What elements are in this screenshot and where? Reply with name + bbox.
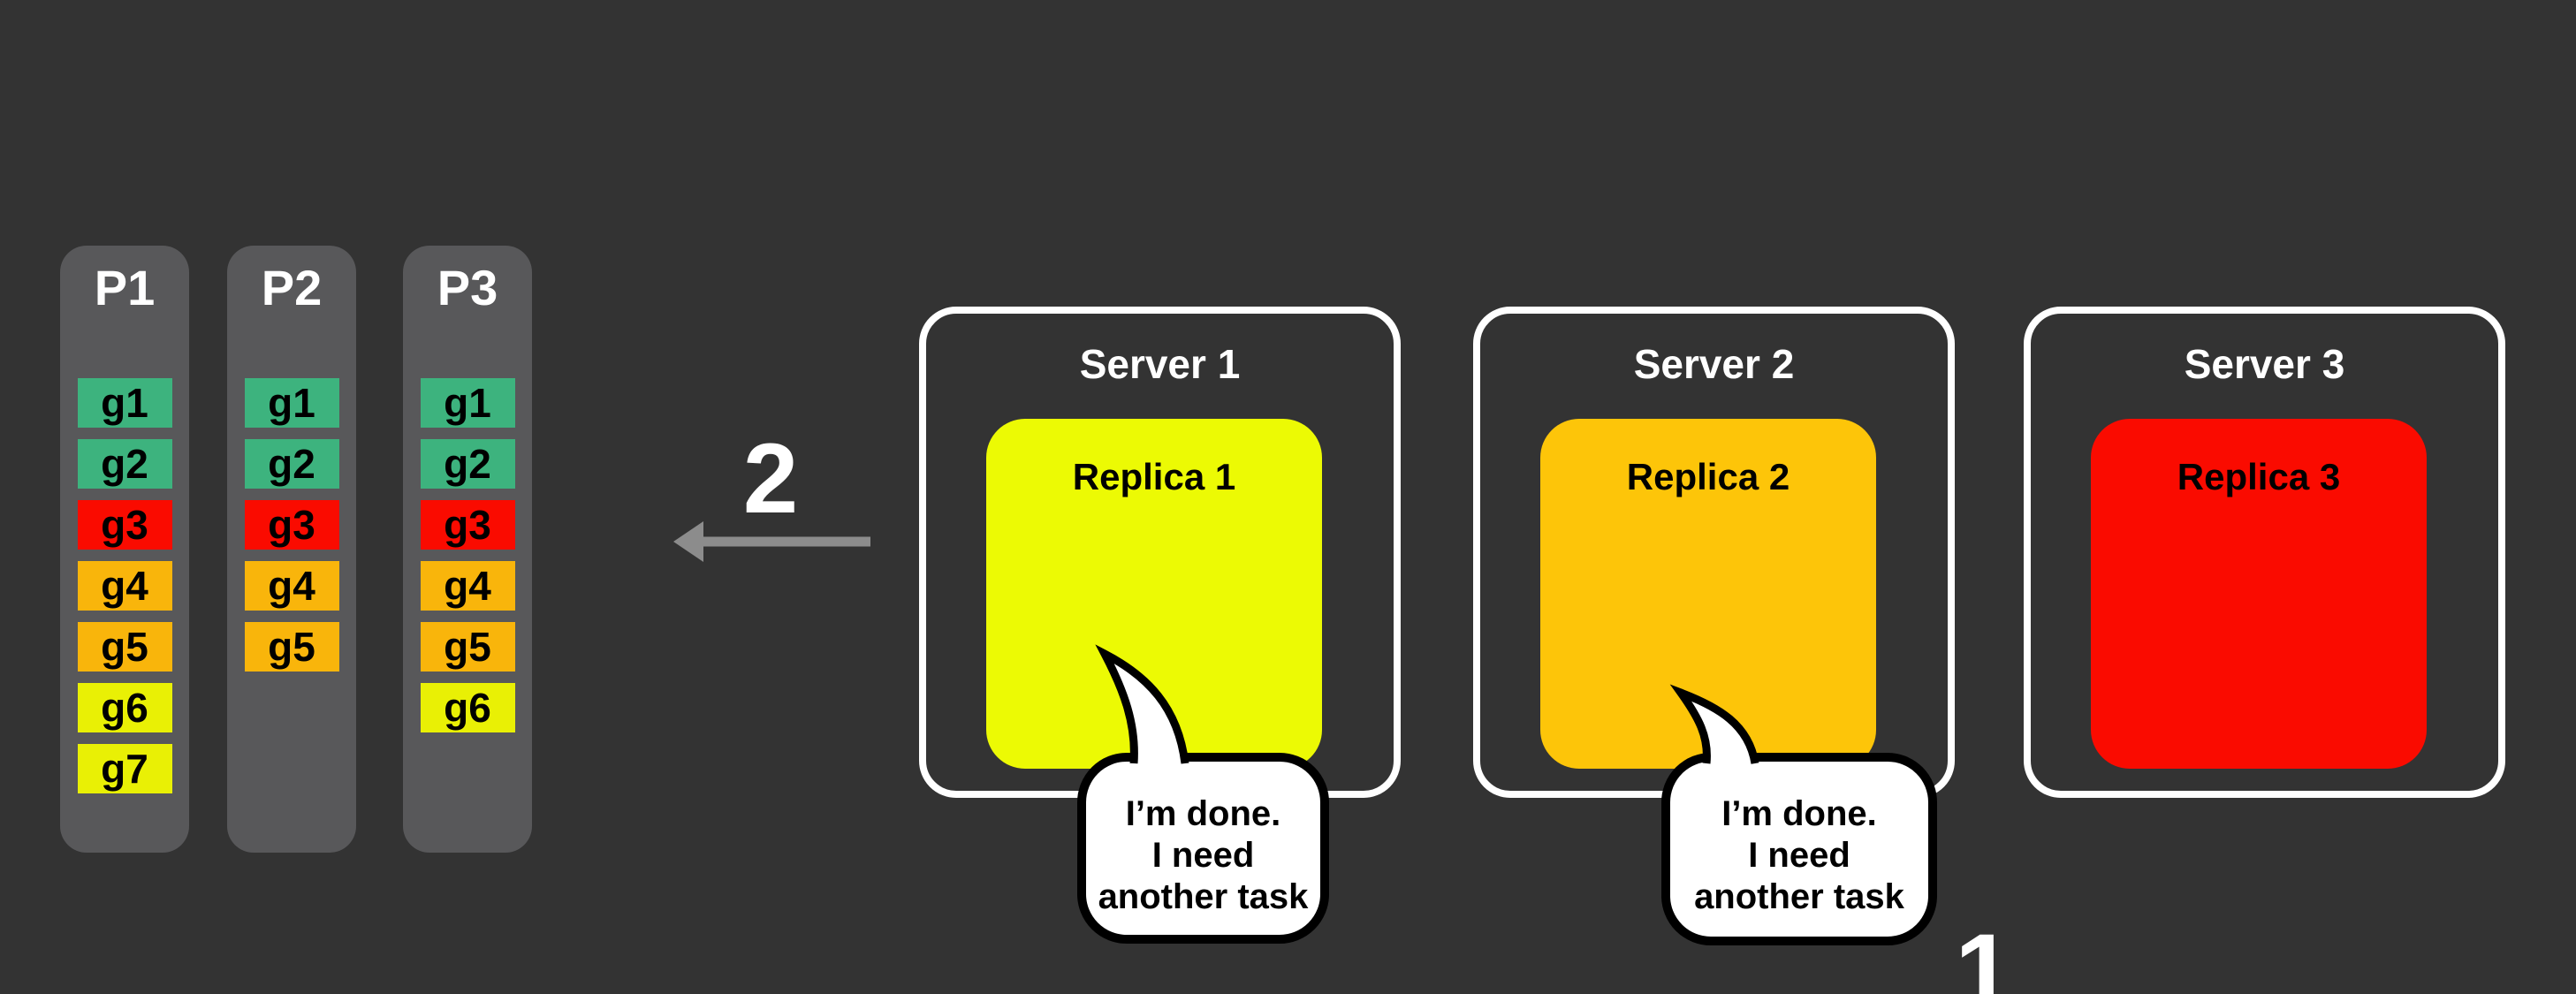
- task-chip: g3: [420, 500, 515, 550]
- task-chip: g1: [420, 378, 515, 428]
- arrow-head-icon: [673, 521, 703, 562]
- partition-title: P1: [94, 260, 156, 315]
- bubble-line: I’m done.: [1721, 794, 1877, 833]
- speech-bubble-server1: I’m done. I need another task: [1077, 753, 1329, 944]
- replica-label: Replica 3: [2177, 456, 2341, 497]
- task-chip: g6: [420, 683, 515, 732]
- bubble-line: another task: [1098, 877, 1309, 916]
- partition-column-p2: P2 g1 g2 g3 g4 g5: [227, 246, 356, 853]
- task-chip: g3: [244, 500, 339, 550]
- task-chip: g4: [244, 561, 339, 611]
- speech-bubble-server2: I’m done. I need another task: [1661, 753, 1937, 945]
- task-chip: g7: [77, 744, 172, 793]
- task-chip: g1: [244, 378, 339, 428]
- server-1-box: Server 1 Replica 1: [919, 307, 1401, 798]
- server-2-box: Server 2 Replica 2: [1473, 307, 1955, 798]
- bubble-line: another task: [1694, 877, 1904, 916]
- bubble-line: I’m done.: [1125, 794, 1281, 833]
- task-chip: g5: [244, 622, 339, 672]
- task-chip: g1: [77, 378, 172, 428]
- task-chip: g2: [420, 439, 515, 489]
- arrow-step-label: 2: [742, 423, 799, 534]
- task-chip: g2: [244, 439, 339, 489]
- bubble-line: I need: [1748, 836, 1850, 875]
- server-title: Server 3: [2184, 341, 2345, 387]
- server-title: Server 1: [1079, 341, 1241, 387]
- replica-2-box: Replica 2: [1540, 419, 1876, 769]
- task-chip: g3: [77, 500, 172, 550]
- partition-column-p1: P1 g1 g2 g3 g4 g5 g6 g7: [60, 246, 189, 853]
- partition-title: P2: [261, 260, 323, 315]
- step-1-label: 1: [1955, 913, 2013, 994]
- chip-stack: g1 g2 g3 g4 g5 g6: [403, 378, 532, 732]
- server-title: Server 2: [1633, 341, 1795, 387]
- task-chip: g5: [420, 622, 515, 672]
- partition-column-p3: P3 g1 g2 g3 g4 g5 g6: [403, 246, 532, 853]
- bubble-line: I need: [1151, 836, 1255, 875]
- chip-stack: g1 g2 g3 g4 g5: [227, 378, 356, 672]
- server-3-box: Server 3 Replica 3: [2024, 307, 2505, 798]
- replica-label: Replica 2: [1626, 456, 1790, 497]
- chip-stack: g1 g2 g3 g4 g5 g6 g7: [60, 378, 189, 793]
- replica-1-box: Replica 1: [986, 419, 1322, 769]
- replica-label: Replica 1: [1072, 456, 1236, 497]
- task-chip: g2: [77, 439, 172, 489]
- task-chip: g6: [77, 683, 172, 732]
- task-chip: g4: [420, 561, 515, 611]
- partition-title: P3: [437, 260, 498, 315]
- replica-3-box: Replica 3: [2091, 419, 2427, 769]
- task-chip: g5: [77, 622, 172, 672]
- task-chip: g4: [77, 561, 172, 611]
